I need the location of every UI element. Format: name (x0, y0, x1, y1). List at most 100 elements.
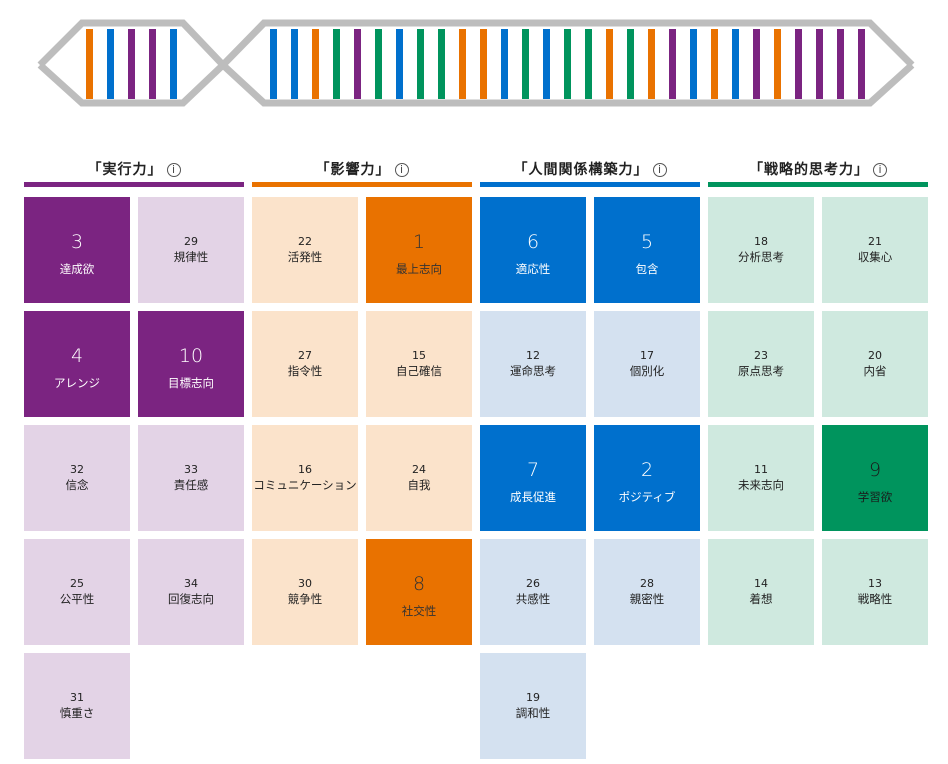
strength-name: アレンジ (54, 375, 100, 390)
helix-stripe-rank-18 (522, 29, 529, 99)
info-icon[interactable]: i (394, 163, 409, 177)
domain-title: 「影響力」i (252, 158, 472, 182)
strength-rank: 29 (184, 235, 198, 248)
domain-title-text: 「実行力」 (87, 162, 163, 178)
strength-tile[interactable]: 15 自己確信 (366, 311, 472, 417)
strength-rank: 25 (70, 577, 84, 590)
strength-rank: 19 (526, 691, 540, 704)
strength-tile[interactable]: 10 目標志向 (138, 311, 244, 417)
strength-tile[interactable]: 16 コミュニケーション (252, 425, 358, 531)
strength-rank: 7 (526, 458, 540, 481)
strength-name: 目標志向 (168, 375, 214, 390)
helix-stripe-rank-12 (396, 29, 403, 99)
strength-rank: 2 (640, 458, 654, 481)
strength-rank: 34 (184, 577, 198, 590)
domain-color-bar (708, 182, 928, 187)
helix-stripe-rank-23 (627, 29, 634, 99)
helix-stripe-rank-8 (312, 29, 319, 99)
helix-stripe-rank-20 (564, 29, 571, 99)
helix-stripe-rank-34 (858, 29, 865, 99)
info-icon[interactable]: i (873, 163, 887, 177)
strength-name: 戦略性 (857, 592, 893, 606)
strength-name: 個別化 (629, 364, 665, 378)
domain-title: 「実行力」i (24, 158, 244, 182)
helix-stripe-rank-25 (669, 29, 676, 99)
domain-title: 「人間関係構築力」i (480, 158, 700, 182)
info-icon[interactable]: i (166, 163, 181, 177)
helix-stripe-rank-19 (543, 29, 550, 99)
strength-tile[interactable]: 27 指令性 (252, 311, 358, 417)
strength-name: コミュニケーション (253, 478, 357, 492)
strength-rank: 10 (178, 344, 204, 367)
domain-title-text: 「影響力」 (315, 162, 391, 178)
helix-stripes (86, 29, 865, 99)
strength-name: 成長促進 (510, 489, 556, 504)
helix-stripe-rank-6 (270, 29, 277, 99)
helix-stripe-rank-3 (128, 29, 135, 99)
strength-rank: 22 (298, 235, 312, 248)
strength-name: 信念 (65, 478, 89, 492)
strength-name: 達成欲 (59, 261, 95, 276)
helix-stripe-rank-30 (774, 29, 781, 99)
strength-name: 最上志向 (396, 261, 442, 276)
strength-name: 指令性 (287, 364, 323, 378)
strength-rank: 31 (70, 691, 84, 704)
strength-rank: 27 (298, 349, 312, 362)
strength-rank: 15 (412, 349, 426, 362)
strength-name: 競争性 (287, 592, 323, 606)
strength-name: 分析思考 (738, 250, 784, 264)
helix-stripe-rank-32 (816, 29, 823, 99)
strength-name: 自我 (407, 478, 431, 492)
helix-stripe-rank-5 (170, 29, 177, 99)
strength-name: 社交性 (401, 603, 437, 618)
strength-name: 包含 (635, 261, 659, 276)
helix-stripe-rank-15 (459, 29, 466, 99)
helix-stripe-rank-26 (690, 29, 697, 99)
strength-tile[interactable]: 8 社交性 (366, 539, 472, 645)
strength-rank: 8 (412, 572, 426, 595)
strength-tile[interactable]: 29 規律性 (138, 197, 244, 303)
strength-tile[interactable]: 7 成長促進 (480, 425, 586, 531)
strength-name: 適応性 (515, 261, 551, 276)
helix-stripe-rank-29 (753, 29, 760, 99)
strength-rank: 28 (640, 577, 654, 590)
helix-stripe-rank-7 (291, 29, 298, 99)
strength-name: 未来志向 (738, 478, 784, 492)
strength-name: 自己確信 (396, 364, 442, 378)
info-icon[interactable]: i (652, 163, 667, 177)
strength-tile[interactable]: 4 アレンジ (24, 311, 130, 417)
strength-name: 規律性 (173, 250, 209, 264)
strength-rank: 4 (70, 344, 84, 367)
helix-stripe-rank-13 (417, 29, 424, 99)
strength-rank: 16 (298, 463, 312, 476)
